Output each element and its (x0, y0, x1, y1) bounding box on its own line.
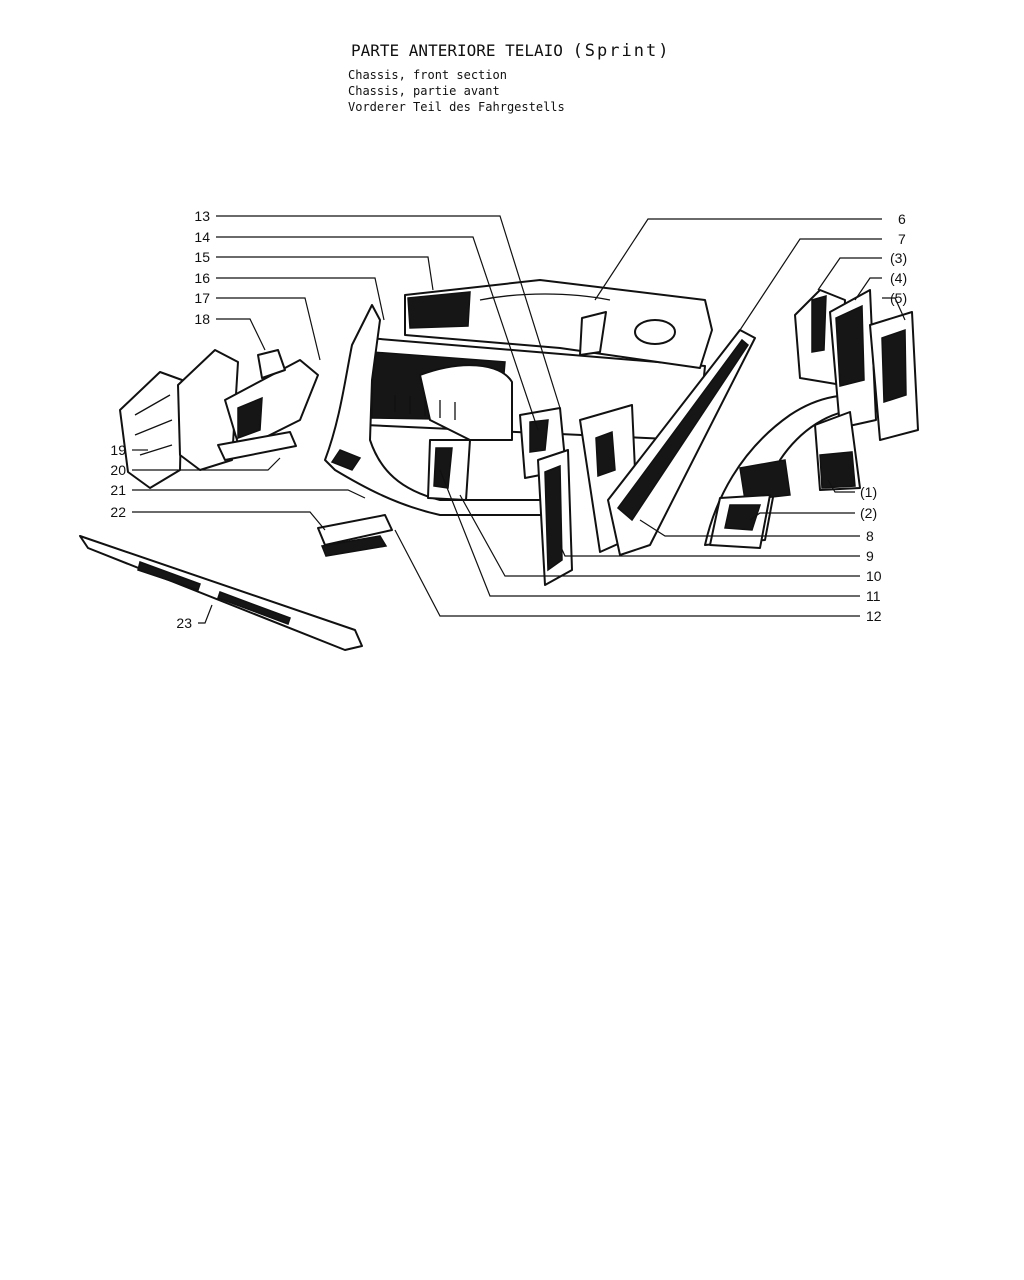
callout-20: 20 (110, 462, 126, 478)
diagram-title: PARTE ANTERIORE TELAIO (Sprint) (351, 41, 670, 61)
callout-1: (1) (860, 484, 877, 500)
lower-crossmember (79, 514, 393, 651)
subtitle-french: Chassis, partie avant (348, 84, 500, 98)
callout-7: 7 (898, 231, 906, 247)
upper-cross-panel (404, 279, 713, 369)
right-wheel-arch (704, 289, 919, 549)
callouts-right: 6 7 (3) (4) (5) (1) (2) 8 9 10 11 12 (860, 211, 907, 624)
left-front-frame (119, 349, 319, 489)
callout-19: 19 (110, 442, 126, 458)
callout-23: 23 (176, 615, 192, 631)
callout-9: 9 (866, 548, 874, 564)
callout-2: (2) (860, 505, 877, 521)
callout-4: (4) (890, 270, 907, 286)
title-variant: (Sprint) (572, 41, 671, 61)
left-wheel-arch (324, 304, 561, 516)
callout-6: 6 (898, 211, 906, 227)
callout-5: (5) (890, 290, 907, 306)
callout-18: 18 (194, 311, 210, 327)
title-main: PARTE ANTERIORE TELAIO (351, 41, 563, 60)
callouts-left: 13 14 15 16 17 18 19 20 21 22 23 (110, 208, 210, 631)
callout-8: 8 (866, 528, 874, 544)
callout-17: 17 (194, 290, 210, 306)
subtitle-german: Vorderer Teil des Fahrgestells (348, 100, 565, 114)
center-brackets (427, 329, 756, 586)
callout-14: 14 (194, 229, 210, 245)
callout-3: (3) (890, 250, 907, 266)
callout-22: 22 (110, 504, 126, 520)
callout-13: 13 (194, 208, 210, 224)
callout-11: 11 (866, 588, 881, 604)
subtitle-english: Chassis, front section (348, 68, 507, 82)
callout-21: 21 (110, 482, 126, 498)
callout-12: 12 (866, 608, 882, 624)
callout-15: 15 (194, 249, 210, 265)
leader-lines (132, 215, 906, 624)
callout-10: 10 (866, 568, 882, 584)
callout-16: 16 (194, 270, 210, 286)
